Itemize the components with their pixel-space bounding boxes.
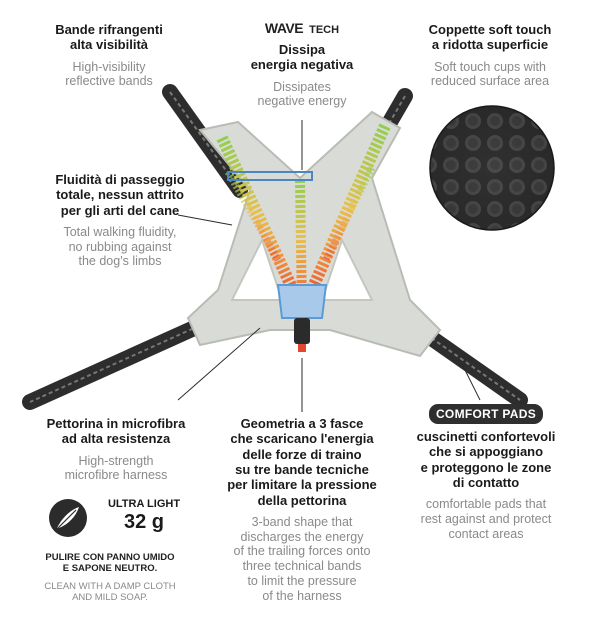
reflective-en-line: reflective bands	[65, 74, 153, 89]
geometry-en-line: three technical bands	[242, 559, 362, 574]
comfort-pads-badge: COMFORT PADS	[428, 404, 544, 425]
comfort-it-line: cuscinetti confortevoli	[416, 429, 556, 445]
wave-tech-en-line: negative energy	[257, 94, 347, 109]
wave-tech-en: Dissipates negative energy	[222, 80, 382, 110]
care-it-line: E SAPONE NEUTRO.	[62, 563, 158, 575]
microfibre-en: High-strength microfibre harness	[26, 454, 206, 484]
feature-soft-cups: Coppette soft touch a ridotta superficie…	[400, 22, 580, 89]
fluidity-it-line: Fluidità di passeggio	[55, 172, 185, 187]
fluidity-it-line: per gli arti del cane	[60, 202, 180, 218]
soft-cups-it-line: Coppette soft touch	[428, 22, 552, 37]
microfibre-en-line: High-strength	[78, 453, 154, 468]
soft-cups-en-line: Soft touch cups with	[434, 59, 546, 74]
soft-cups-en: Soft touch cups with reduced surface are…	[400, 60, 580, 90]
wave-tech-zone	[227, 171, 313, 181]
geometry-en-line: to limit the pressure	[247, 573, 357, 588]
care-en-line: CLEAN WITH A DAMP CLOTH	[44, 580, 176, 592]
reflective-it-line: alta visibilità	[69, 37, 149, 53]
ultra-light-badge: ULTRA LIGHT 32 g	[44, 496, 214, 540]
reflective-en: High-visibility reflective bands	[34, 60, 184, 90]
care-instructions: PULIRE CON PANNO UMIDO E SAPONE NEUTRO. …	[20, 552, 200, 604]
geometry-it-line: della pettorina	[257, 492, 347, 508]
care-it-line: PULIRE CON PANNO UMIDO	[45, 552, 175, 563]
wave-logo-text: WAVE	[264, 20, 304, 36]
geometry-en-line: of the harness	[262, 588, 342, 603]
soft-cups-it: Coppette soft touch a ridotta superficie	[400, 22, 580, 53]
geometry-it-line: delle forze di traino	[242, 446, 362, 462]
reflective-en-line: High-visibility	[72, 59, 146, 74]
ultra-light-title: ULTRA LIGHT	[107, 498, 181, 510]
wave-tech-logo: WAVE TECH	[222, 20, 382, 39]
feature-fluidity: Fluidità di passeggio totale, nessun att…	[40, 172, 200, 269]
fluidity-en-line: the dog's limbs	[78, 254, 162, 269]
reflective-it-line: Bande rifrangenti	[55, 22, 163, 37]
strap-bottom-left	[22, 312, 220, 410]
comfort-en-line: rest against and protect	[420, 512, 552, 527]
strap-bottom-right	[412, 322, 528, 408]
leader-lines	[177, 120, 481, 412]
fluidity-en-line: Total walking fluidity,	[63, 224, 177, 239]
comfort-it-line: e proteggono le zone	[420, 459, 552, 475]
comfort-en-line: contact areas	[448, 526, 524, 541]
feature-geometry: Geometria a 3 fasce che scaricano l'ener…	[212, 416, 392, 603]
microfibre-it-line: ad alta resistenza	[61, 431, 171, 447]
comfort-en-line: comfortable pads that	[425, 497, 547, 512]
geometry-en-line: of the trailing forces onto	[233, 544, 371, 559]
comfort-it-line: di contatto	[452, 475, 520, 491]
care-en-line: AND MILD SOAP.	[72, 592, 148, 604]
care-it: PULIRE CON PANNO UMIDO E SAPONE NEUTRO.	[20, 552, 200, 575]
comfort-it: cuscinetti confortevoli che si appoggian…	[396, 429, 576, 490]
comfort-it-line: che si appoggiano	[428, 444, 544, 460]
wave-tech-en-line: Dissipates	[273, 79, 331, 94]
feature-reflective-bands: Bande rifrangenti alta visibilità High-v…	[34, 22, 184, 89]
soft-cups-en-line: reduced surface area	[430, 74, 550, 89]
feature-comfort-pads: COMFORT PADS cuscinetti confortevoli che…	[396, 404, 576, 542]
wave-tech-it: Dissipa energia negativa	[222, 42, 382, 73]
geometry-it-line: Geometria a 3 fasce	[240, 416, 364, 431]
soft-cups-it-line: a ridotta superficie	[431, 37, 549, 53]
microfibre-en-line: microfibre harness	[64, 468, 168, 483]
wave-tech-it-line: Dissipa	[278, 41, 326, 57]
tech-logo-text: TECH	[309, 24, 340, 36]
geometry-it: Geometria a 3 fasce che scaricano l'ener…	[212, 416, 392, 508]
ultra-light-weight: 32 g	[123, 510, 165, 533]
geometry-it-line: su tre bande tecniche	[235, 461, 369, 477]
comfort-en: comfortable pads that rest against and p…	[396, 497, 576, 541]
soft-cup-texture	[429, 105, 555, 231]
feature-microfibre: Pettorina in microfibra ad alta resisten…	[26, 416, 206, 483]
wave-tech-it-line: energia negativa	[250, 57, 354, 73]
fluidity-it-line: totale, nessun attrito	[56, 187, 184, 203]
microfibre-it-line: Pettorina in microfibra	[46, 416, 186, 431]
care-en: CLEAN WITH A DAMP CLOTH AND MILD SOAP.	[20, 581, 200, 604]
feature-wave-tech: WAVE TECH Dissipa energia negativa Dissip…	[222, 20, 382, 109]
fluidity-en-line: no rubbing against	[68, 239, 172, 254]
microfibre-it: Pettorina in microfibra ad alta resisten…	[26, 416, 206, 447]
geometry-en: 3-band shape that discharges the energy …	[212, 515, 392, 604]
reflective-it: Bande rifrangenti alta visibilità	[34, 22, 184, 53]
feather-icon	[49, 499, 87, 537]
geometry-it-line: per limitare la pressione	[227, 477, 377, 493]
fluidity-en: Total walking fluidity, no rubbing again…	[40, 225, 200, 269]
buckle	[276, 284, 328, 352]
fluidity-it: Fluidità di passeggio totale, nessun att…	[40, 172, 200, 218]
wave-tech-bands	[216, 123, 391, 311]
geometry-en-line: 3-band shape that	[251, 514, 353, 529]
geometry-it-line: che scaricano l'energia	[230, 431, 374, 447]
geometry-en-line: discharges the energy	[240, 529, 364, 544]
